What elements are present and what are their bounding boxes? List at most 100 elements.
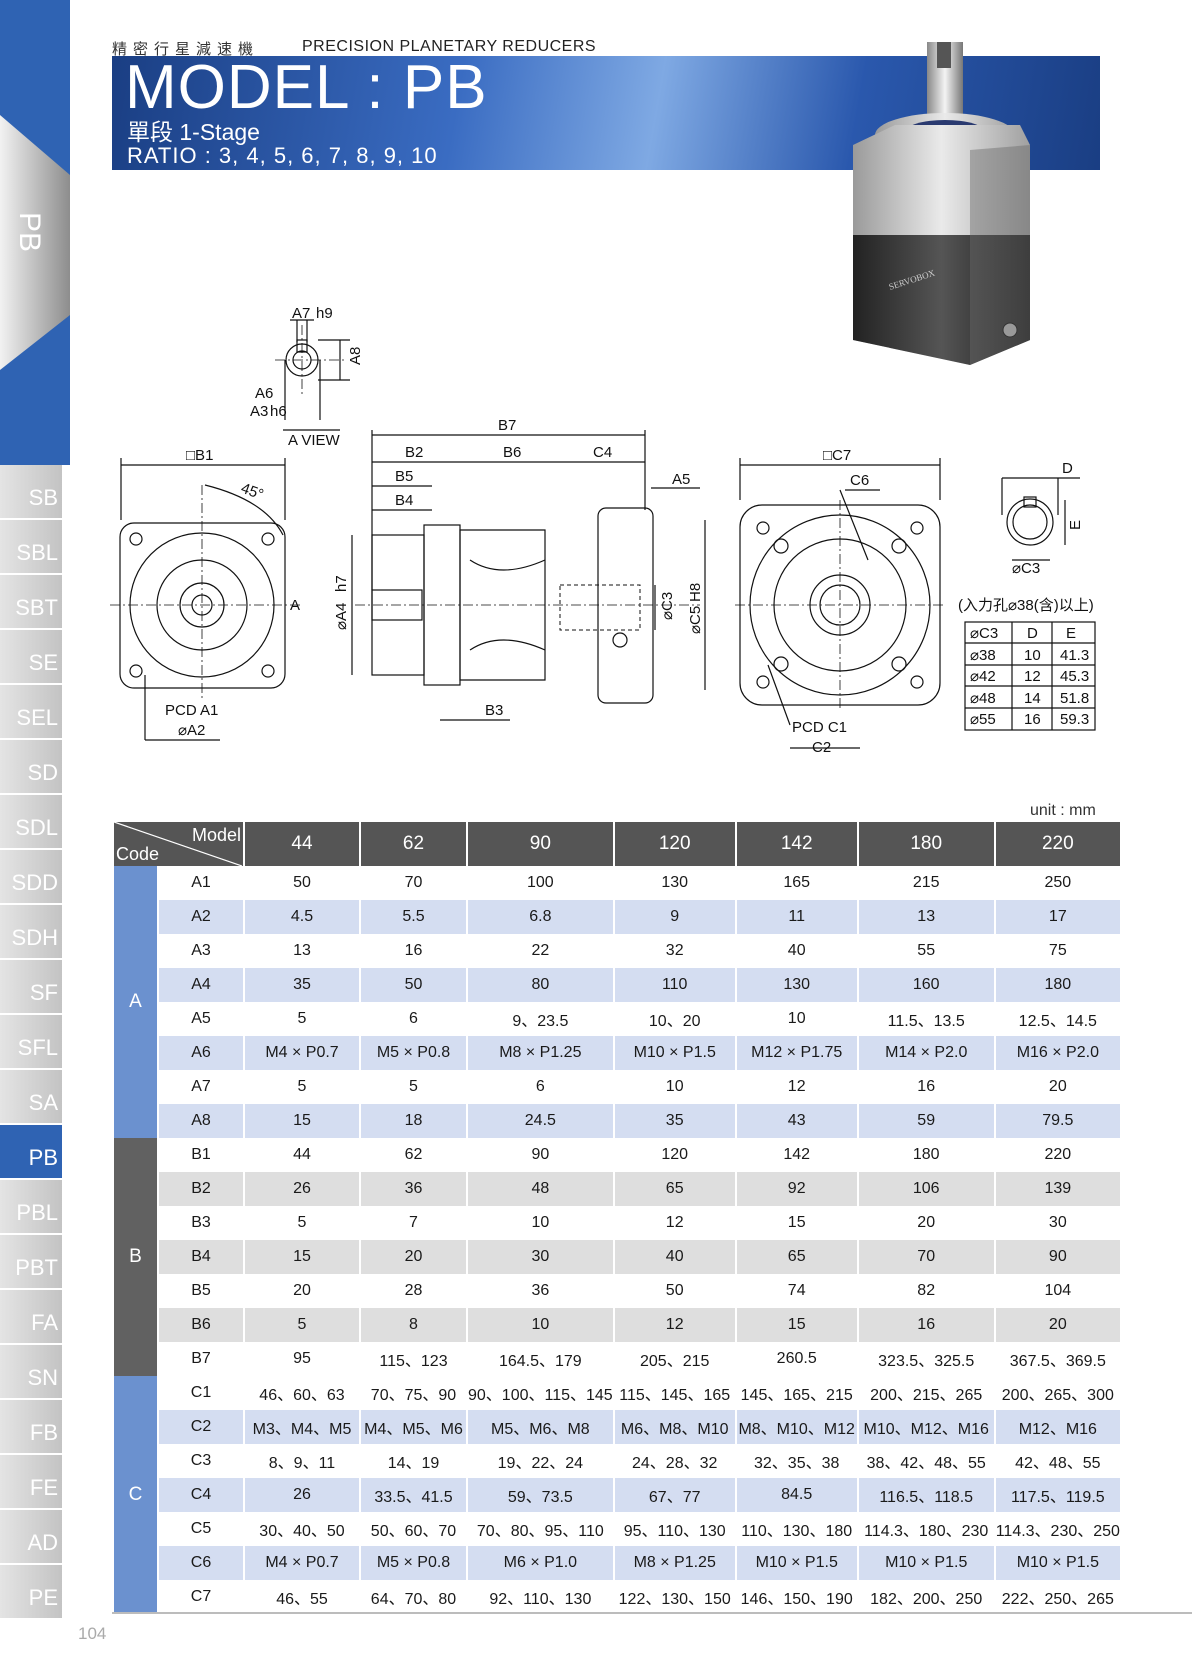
sidebar-tab-label: SDL [15, 815, 58, 840]
table-cell: 64、70、80 [360, 1580, 468, 1614]
sidebar-tab-sdd[interactable]: SDD [0, 850, 62, 903]
sidebar-tab-pb[interactable]: PB [0, 1125, 62, 1178]
row-code: C1 [158, 1376, 245, 1410]
sidebar-tab-sbl[interactable]: SBL [0, 520, 62, 573]
sidebar-tab-sf[interactable]: SF [0, 960, 62, 1013]
table-cell: 215 [857, 866, 996, 900]
key-table-cell: 45.3 [1060, 668, 1089, 685]
label-a5: A5 [672, 471, 690, 488]
table-cell: 24.5 [467, 1104, 615, 1138]
table-cell: 9 [613, 900, 737, 934]
table-cell: 10 [613, 1070, 737, 1104]
label-d: D [1062, 460, 1073, 477]
sidebar-tab-label: FE [29, 1475, 58, 1500]
sidebar-tab-sa[interactable]: SA [0, 1070, 62, 1123]
table-cell: 110 [613, 968, 737, 1002]
table-cell: 90、100、115、145 [467, 1376, 615, 1410]
table-cell: 30、40、50 [244, 1512, 361, 1546]
row-code: B6 [158, 1308, 245, 1342]
table-cell: 11 [735, 900, 859, 934]
key-table-cell: 14 [1024, 690, 1041, 707]
sidebar-tab-ad[interactable]: AD [0, 1510, 62, 1563]
sidebar-tab-sdh[interactable]: SDH [0, 905, 62, 958]
model-header-220: 220 [994, 822, 1122, 866]
sidebar-tab-sb[interactable]: SB [0, 465, 62, 518]
table-cell: M10 × P1.5 [857, 1546, 996, 1580]
sidebar-tab-sdl[interactable]: SDL [0, 795, 62, 848]
sidebar-tab-label: SB [28, 485, 58, 510]
sidebar-tab-pe[interactable]: PE [0, 1565, 62, 1618]
row-code: B5 [158, 1274, 245, 1308]
sidebar-tab-label: SDH [11, 925, 58, 950]
row-code: A6 [158, 1036, 245, 1070]
header-chinese-title: 精密行星減速機 [112, 41, 260, 58]
table-cell: 5 [244, 1308, 361, 1342]
label-pcd-c1: PCD C1 [792, 719, 847, 736]
label-a4: ⌀A4 [333, 603, 350, 630]
label-c6: C6 [850, 472, 869, 489]
table-cell: 10 [735, 1002, 859, 1036]
table-cell: 9、23.5 [467, 1002, 615, 1036]
sidebar-tab-fb[interactable]: FB [0, 1400, 62, 1453]
sidebar-tab-label: SDD [11, 870, 58, 895]
table-cell: 120 [613, 1138, 737, 1172]
table-cell: 65 [613, 1172, 737, 1206]
table-cell: 28 [360, 1274, 468, 1308]
table-cell: 17 [994, 900, 1122, 934]
table-cell: 5 [244, 1206, 361, 1240]
table-cell: M3、M4、M5 [244, 1410, 361, 1444]
sidebar-tab-pbl[interactable]: PBL [0, 1180, 62, 1233]
table-cell: 74 [735, 1274, 859, 1308]
sidebar-tab-fa[interactable]: FA [0, 1290, 62, 1343]
table-cell: 16 [360, 934, 468, 968]
sidebar-tab-pbt[interactable]: PBT [0, 1235, 62, 1288]
key-table-cell: 10 [1024, 647, 1041, 664]
sidebar-tab-se[interactable]: SE [0, 630, 62, 683]
table-cell: 44 [244, 1138, 361, 1172]
table-cell: 11.5、13.5 [857, 1002, 996, 1036]
table-cell: 5 [244, 1002, 361, 1036]
sidebar-tab-sfl[interactable]: SFL [0, 1015, 62, 1068]
table-cell: 20 [360, 1240, 468, 1274]
sidebar-tab-fe[interactable]: FE [0, 1455, 62, 1508]
table-cell: 165 [735, 866, 859, 900]
sidebar-tab-sd[interactable]: SD [0, 740, 62, 793]
row-code: C5 [158, 1512, 245, 1546]
label-a7: A7 [292, 305, 310, 322]
table-cell: 367.5、369.5 [994, 1342, 1122, 1376]
sidebar-tab-sn[interactable]: SN [0, 1345, 62, 1398]
table-cell: 40 [613, 1240, 737, 1274]
key-table-cell: ⌀38 [970, 647, 996, 664]
table-cell: 10 [467, 1308, 615, 1342]
table-cell: M4、M5、M6 [360, 1410, 468, 1444]
key-table-cell: 51.8 [1060, 690, 1089, 707]
row-code: B1 [158, 1138, 245, 1172]
table-cell: 15 [244, 1104, 361, 1138]
table-cell: M8 × P1.25 [467, 1036, 615, 1070]
key-table-cell: 59.3 [1060, 711, 1089, 728]
table-cell: M4 × P0.7 [244, 1546, 361, 1580]
table-cell: 75 [994, 934, 1122, 968]
table-cell: 36 [360, 1172, 468, 1206]
model-header-62: 62 [360, 822, 468, 866]
sidebar-tab-sbt[interactable]: SBT [0, 575, 62, 628]
unit-label: unit : mm [1030, 802, 1096, 819]
label-b2: B2 [405, 444, 423, 461]
table-cell: 90 [994, 1240, 1122, 1274]
key-table-header-d: D [1027, 625, 1038, 642]
table-cell: 7 [360, 1206, 468, 1240]
table-cell: 70、80、95、110 [467, 1512, 615, 1546]
table-cell: 32 [613, 934, 737, 968]
table-cell: 4.5 [244, 900, 361, 934]
page-number: 104 [78, 1624, 107, 1643]
label-c3: ⌀C3 [659, 592, 676, 620]
sidebar-tab-sel[interactable]: SEL [0, 685, 62, 738]
